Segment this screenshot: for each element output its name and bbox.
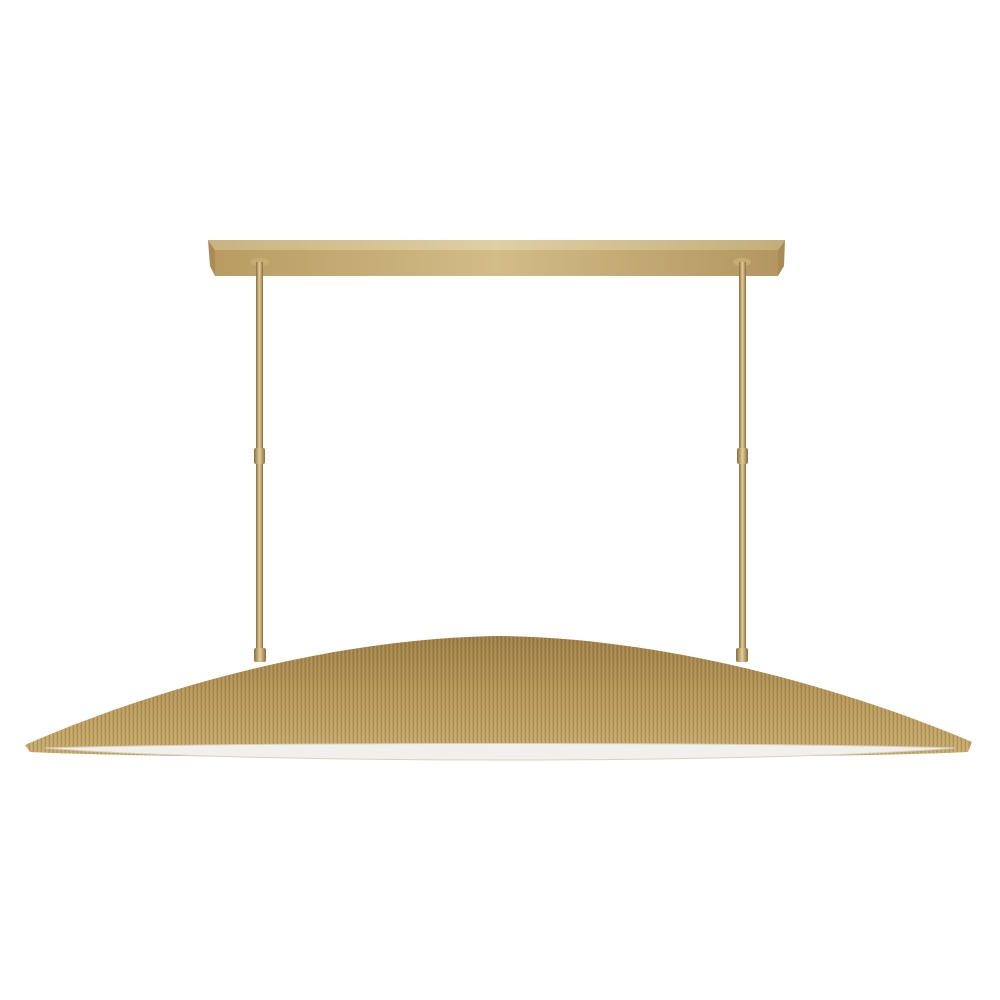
ceiling-canopy [208, 240, 785, 276]
lamp-shade [25, 636, 972, 761]
suspension-rod-right [733, 258, 751, 662]
suspension-rod-left [251, 258, 269, 662]
diffuser [44, 743, 956, 761]
